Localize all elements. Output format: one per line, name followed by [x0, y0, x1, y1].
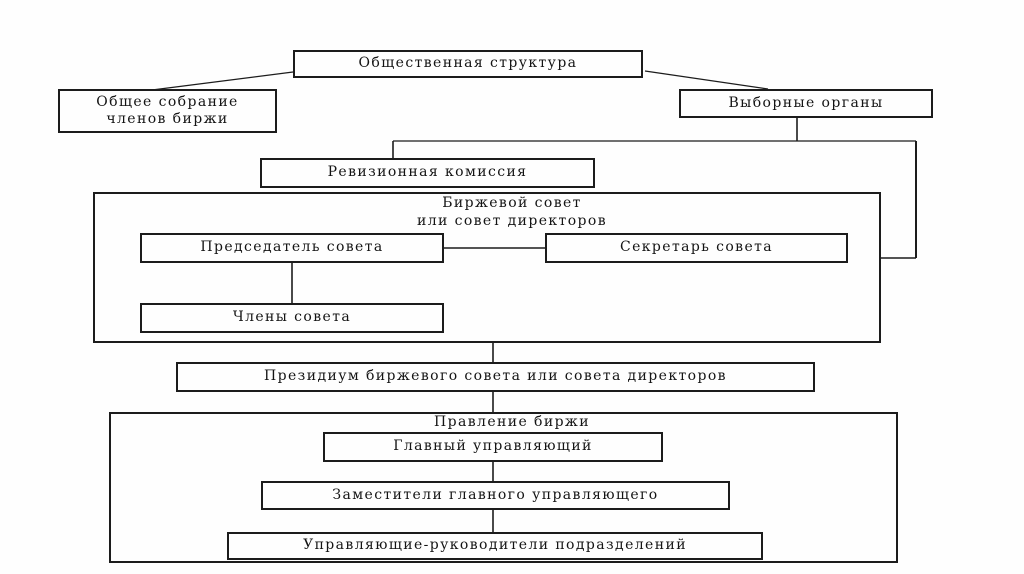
node-deputy-managers-label: Заместители главного управляющего: [332, 486, 659, 503]
node-exchange-council-line2: или совет директоров: [416, 212, 608, 229]
node-public-structure-label: Общественная структура: [358, 55, 578, 72]
node-audit-commission-label: Ревизионная комиссия: [327, 164, 528, 181]
node-council-chairman: Председатель совета: [140, 233, 444, 263]
node-presidium-label: Президиум биржевого совета или совета ди…: [264, 368, 727, 385]
node-general-meeting: Общее собрание членов биржи: [58, 89, 277, 133]
node-presidium: Президиум биржевого совета или совета ди…: [176, 362, 815, 392]
edge-public-to-meeting: [151, 71, 294, 91]
node-division-managers-label: Управляющие-руководители подразделений: [303, 537, 687, 554]
node-exchange-board-label: Правление биржи: [434, 414, 590, 430]
node-elected-bodies-label: Выборные органы: [728, 94, 884, 111]
node-deputy-managers: Заместители главного управляющего: [261, 481, 730, 510]
node-division-managers: Управляющие-руководители подразделений: [227, 532, 763, 560]
node-exchange-council-line1: Биржевой совет: [442, 195, 582, 211]
node-public-structure: Общественная структура: [293, 50, 643, 78]
node-general-meeting-line1: Общее собрание: [96, 93, 239, 110]
node-chief-manager: Главный управляющий: [323, 432, 663, 462]
node-audit-commission: Ревизионная комиссия: [260, 158, 595, 188]
node-council-secretary-label: Секретарь совета: [619, 239, 774, 256]
node-council-chairman-label: Председатель совета: [200, 239, 384, 256]
node-council-members: Члены совета: [140, 303, 444, 333]
node-council-secretary: Секретарь совета: [545, 233, 848, 263]
node-exchange-council-group: [93, 192, 881, 343]
node-elected-bodies: Выборные органы: [679, 89, 933, 118]
node-exchange-board-group: [109, 412, 898, 563]
node-general-meeting-line2: членов биржи: [106, 111, 229, 127]
edge-public-to-elected: [644, 70, 769, 90]
node-exchange-council-title: Биржевой совет или совет директоров: [0, 195, 1024, 230]
node-exchange-board-title: Правление биржи: [0, 414, 1024, 432]
node-council-members-label: Члены совета: [232, 309, 352, 326]
node-chief-manager-label: Главный управляющий: [393, 438, 593, 455]
